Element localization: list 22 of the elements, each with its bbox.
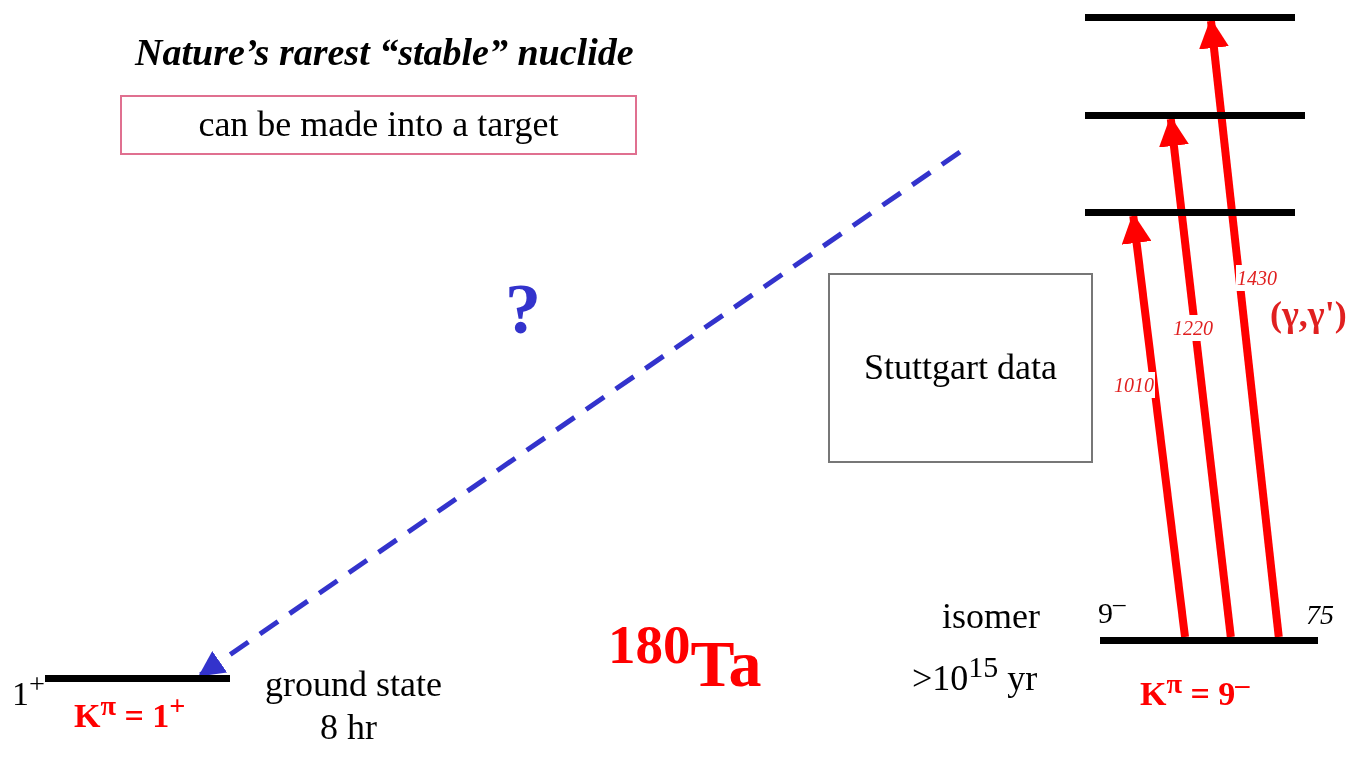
edge-label: 1430 (1236, 265, 1278, 291)
spin-label: 1$^{+}$ (12, 668, 45, 713)
quantum-number-label: K$^{π}$ = 9$^{–}$ (1140, 668, 1250, 713)
title: Nature’s rarest “stable” nuclide (135, 30, 634, 74)
state-label: isomer (942, 597, 1040, 637)
arrow (1121, 213, 1189, 638)
half-life-label: 8 hr (320, 708, 377, 748)
text-box: can be made into a target (120, 95, 637, 155)
arrow (1199, 18, 1283, 638)
arrow (1159, 116, 1235, 638)
edge-label: ? (505, 270, 541, 350)
text-box: Stuttgart data (828, 273, 1093, 463)
spin-label: 9$^{–}$ (1098, 590, 1126, 629)
reaction-label: (γ,γ') (1270, 295, 1347, 335)
arrow (198, 149, 962, 678)
energy-label: 75 (1306, 600, 1334, 631)
nuclide-label: $^{180}$Ta (608, 615, 762, 701)
quantum-number-label: K$^{π}$ = 1$^{+}$ (74, 690, 186, 735)
edge-label: 1220 (1172, 315, 1214, 341)
edge-label: 1010 (1113, 372, 1155, 398)
state-label: ground state (265, 665, 442, 705)
half-life-label: >10$^{15}$ yr (912, 650, 1038, 699)
